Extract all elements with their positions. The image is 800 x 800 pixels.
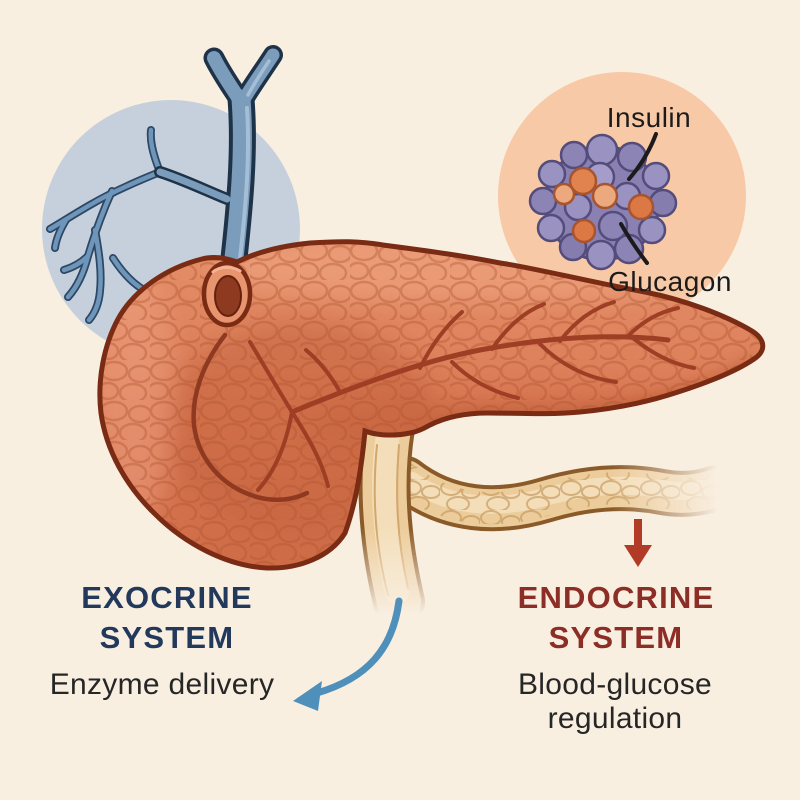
endocrine-subtitle: Blood-glucose regulation xyxy=(518,668,712,736)
common-bile-duct-icon xyxy=(154,45,283,281)
internal-duct-lines xyxy=(248,300,696,492)
pancreas-head-crease xyxy=(191,332,310,503)
islet-of-langerhans xyxy=(528,133,678,271)
alpha-cells xyxy=(552,166,655,244)
red-down-arrow-icon xyxy=(624,519,652,567)
endocrine-title: ENDOCRINE SYSTEM xyxy=(518,578,715,658)
pancreas-outline xyxy=(97,239,766,571)
pancreatic-duct-tube xyxy=(358,402,425,628)
endocrine-subtitle-line2: regulation xyxy=(547,702,683,735)
exocrine-title-line1: EXOCRINE xyxy=(81,580,253,615)
exocrine-title-line2: SYSTEM xyxy=(99,620,235,655)
endocrine-title-line2: SYSTEM xyxy=(548,620,684,655)
duodenal-duct-tube xyxy=(383,456,739,532)
endocrine-subtitle-line1: Blood-glucose xyxy=(517,668,713,701)
insulin-label: Insulin xyxy=(606,102,692,133)
glucagon-label: Glucagon xyxy=(608,266,732,297)
glucagon-pointer-line xyxy=(619,222,649,265)
insulin-pointer-line xyxy=(627,132,658,181)
exocrine-subtitle: Enzyme delivery xyxy=(49,668,275,701)
exocrine-title: EXOCRINE SYSTEM xyxy=(81,578,253,658)
duct-opening xyxy=(201,260,253,328)
blue-curved-arrow-icon xyxy=(293,597,403,711)
endocrine-title-line1: ENDOCRINE xyxy=(517,580,715,615)
beta-cells xyxy=(528,133,678,271)
